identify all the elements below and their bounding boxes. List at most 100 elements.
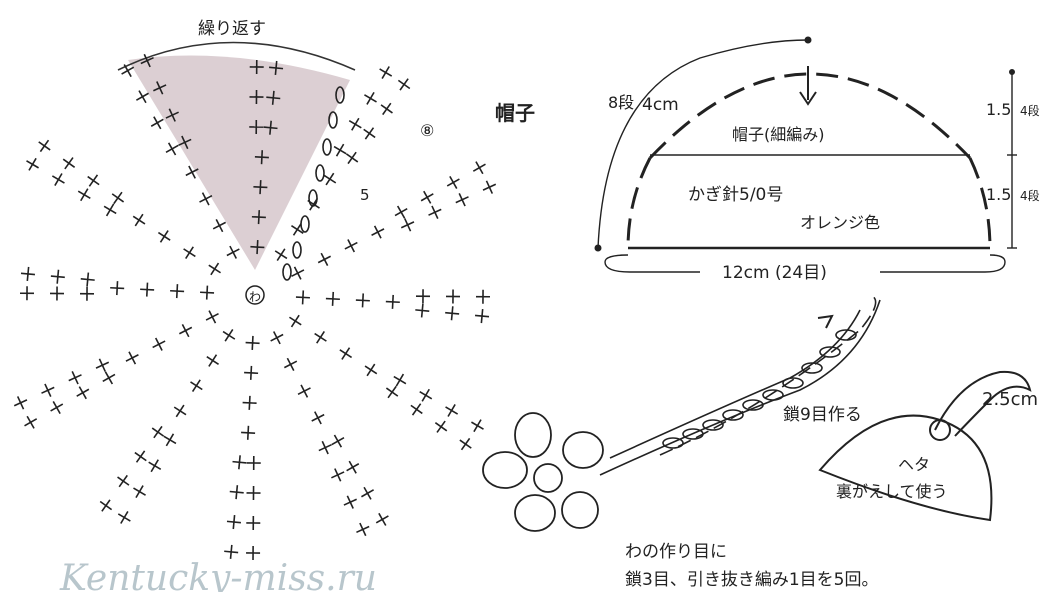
- stitch-mark: [375, 512, 389, 526]
- stitch-mark: [420, 190, 434, 204]
- stitch-mark: [474, 309, 490, 324]
- hat-width: 12cm (24目): [722, 263, 827, 283]
- stitch-mark: [250, 240, 265, 255]
- stitch-mark: [157, 230, 171, 243]
- stitch-mark: [314, 331, 327, 344]
- stitch-mark: [178, 135, 192, 150]
- instruction-line-2: 鎖3目、引き抜き編み1目を5回。: [625, 570, 878, 590]
- stitch-mark: [361, 486, 374, 500]
- hat-diagram: [594, 36, 1017, 273]
- stitch-mark: [471, 419, 484, 433]
- stitch-mark: [24, 415, 38, 429]
- stitch-mark: [339, 347, 353, 360]
- stitch-mark: [274, 248, 288, 261]
- stitch-mark: [95, 358, 110, 372]
- stitch-mark: [445, 306, 460, 321]
- hat-right-bottom-rows: 4段: [1020, 188, 1040, 203]
- stitch-mark: [20, 266, 36, 281]
- leaf-note: 裏がえして使う: [836, 482, 948, 501]
- stitch-mark: [121, 64, 135, 78]
- stitch-mark: [295, 290, 310, 305]
- row-5-mark: 5: [360, 186, 370, 204]
- stitch-mark: [246, 545, 261, 560]
- stitch-mark: [229, 485, 244, 500]
- stitch-mark: [79, 286, 95, 301]
- stitch-mark: [151, 425, 165, 439]
- repeat-label: 繰り返す: [198, 19, 266, 39]
- hat-right-bottom: 1.5: [986, 185, 1011, 204]
- row-8-mark: ⑧: [420, 121, 434, 140]
- stitch-mark: [117, 511, 131, 524]
- stitch-mark: [343, 495, 357, 509]
- stitch-mark: [291, 223, 304, 236]
- stitch-mark: [344, 239, 358, 253]
- stitch-mark: [185, 165, 199, 179]
- stitch-mark: [385, 385, 399, 399]
- stitch-mark: [222, 329, 236, 342]
- stitch-mark: [117, 474, 130, 488]
- stitch-mark: [50, 269, 65, 284]
- center-mark: わ: [249, 290, 261, 304]
- stitch-mark: [323, 172, 337, 186]
- stitch-mark: [397, 78, 411, 91]
- stitch-mark: [134, 450, 147, 463]
- width-arc: [604, 254, 1006, 273]
- stitch-mark: [307, 197, 320, 211]
- stitch-mark: [249, 119, 264, 135]
- stitch-mark: [346, 460, 360, 474]
- stitch-mark: [77, 188, 91, 202]
- stitch-mark: [475, 289, 490, 304]
- stitch-mark: [445, 404, 459, 417]
- stitch-mark: [318, 440, 332, 455]
- stitch-mark: [270, 331, 284, 345]
- stitch-mark: [428, 205, 442, 219]
- stitch-mark: [41, 383, 55, 397]
- stitch-mark: [249, 60, 264, 75]
- stitch-mark: [394, 205, 408, 219]
- stitch-mark: [245, 335, 260, 350]
- stitch-mark: [111, 191, 125, 205]
- stitch-mark: [380, 102, 393, 116]
- chain-loop-column: [282, 86, 345, 281]
- stitch-mark: [363, 127, 376, 140]
- stitch-mark: [99, 499, 113, 512]
- stitch-mark: [190, 379, 203, 393]
- center-ring: [245, 285, 265, 305]
- stitch-mark: [283, 357, 298, 372]
- stitch-mark: [153, 81, 167, 95]
- stitch-mark: [133, 485, 146, 499]
- repeat-wedge: [128, 55, 350, 270]
- stitch-mark: [165, 142, 179, 156]
- stitch-mark: [132, 213, 146, 227]
- stitch-mark: [226, 514, 241, 530]
- stitch-mark: [410, 403, 423, 416]
- stitch-mark: [38, 139, 51, 153]
- stitch-mark: [87, 174, 100, 187]
- hat-dome-sides: [626, 157, 992, 249]
- stitch-mark: [206, 354, 219, 367]
- hat-hook: かぎ針5/0号: [688, 185, 783, 205]
- hat-side-rows: 8段: [608, 93, 634, 112]
- stitch-mark: [148, 459, 162, 473]
- stitch-mark: [379, 66, 393, 79]
- stem-length: 2.5cm: [982, 389, 1038, 410]
- stitch-mark: [244, 365, 259, 380]
- stitch-mark: [415, 289, 431, 304]
- stitch-mark: [371, 225, 385, 239]
- stitch-mark: [249, 89, 264, 105]
- stitch-mark: [325, 291, 340, 306]
- stitch-mark: [140, 282, 155, 297]
- stitch-mark: [136, 90, 149, 104]
- stitch-mark: [163, 433, 177, 447]
- stitch-mark: [434, 420, 448, 433]
- stitch-mark: [103, 203, 117, 217]
- stitch-mark: [80, 272, 95, 287]
- stitch-mark: [178, 323, 193, 338]
- stitch-mark: [165, 108, 179, 122]
- stitch-mark: [232, 455, 247, 470]
- leaf-motif: [818, 370, 1032, 522]
- watermark: Kentucky-miss.ru: [59, 558, 377, 592]
- stitch-mark: [482, 180, 497, 194]
- stitch-mark: [333, 143, 347, 157]
